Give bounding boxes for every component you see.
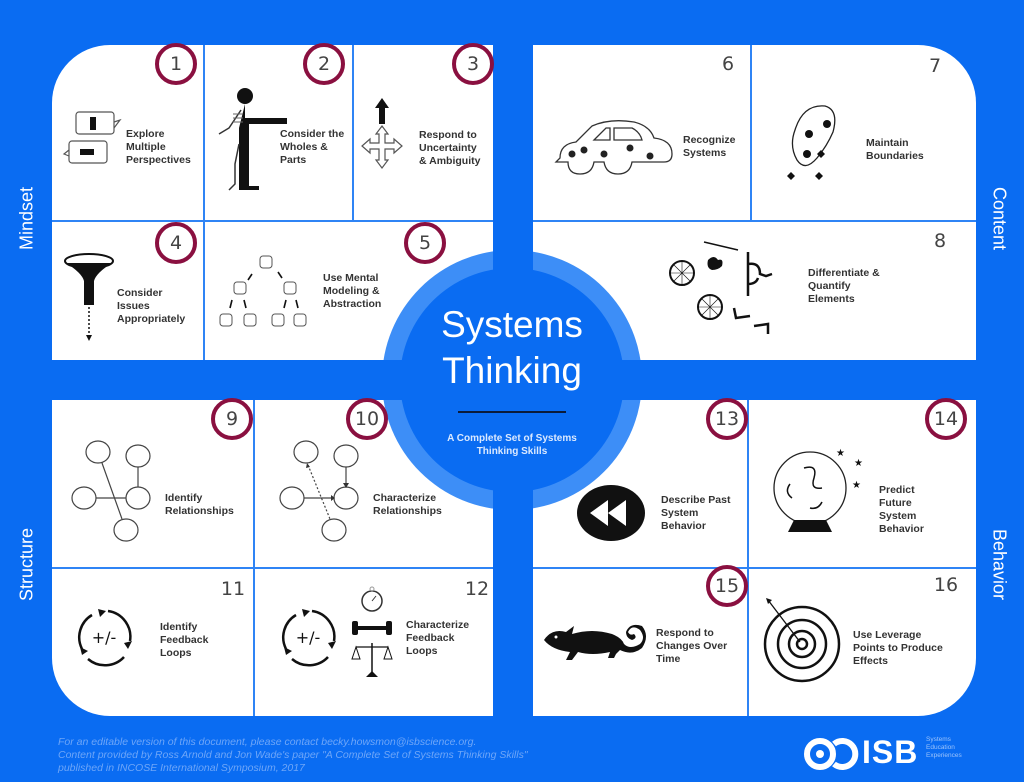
category-structure: Structure	[16, 527, 37, 602]
diagram-subtitle: A Complete Set of Systems Thinking Skill…	[410, 432, 614, 458]
feedback-loop-icon: +/-	[78, 609, 132, 667]
skill-number-5: 5	[404, 222, 446, 264]
skill-number-16: 16	[933, 574, 959, 596]
crystal-ball-icon: ★ ★ ★	[773, 448, 863, 532]
category-behavior: Behavior	[989, 528, 1010, 601]
footer-line-3: published in INCOSE International Sympos…	[58, 762, 305, 774]
divider	[750, 45, 752, 220]
skill-number-2: 2	[303, 43, 345, 85]
bike-parts-icon	[669, 241, 773, 334]
title-line-2: Thinking	[442, 350, 582, 391]
skill-number-9: 9	[211, 398, 253, 440]
svg-text:+/-: +/-	[92, 628, 117, 647]
node-graph-icon	[71, 440, 151, 542]
skill-number-12: 12	[464, 578, 490, 600]
rewind-icon	[577, 485, 645, 541]
skill-number-11: 11	[220, 578, 246, 600]
divider	[203, 220, 205, 360]
isb-logo-text: ISB	[862, 734, 919, 770]
svg-text:★: ★	[836, 448, 845, 459]
subtitle-line-1: A Complete Set of Systems	[447, 433, 577, 444]
divider	[52, 567, 493, 569]
skill-number-3: 3	[452, 43, 494, 85]
center-disc	[400, 268, 624, 492]
directed-graph-icon	[279, 440, 359, 542]
divider	[52, 220, 493, 222]
divider	[253, 400, 255, 716]
target-icon	[763, 598, 841, 683]
skeleton-figure-icon	[218, 88, 287, 191]
skill-number-6: 6	[721, 53, 735, 75]
title-line-1: Systems	[441, 304, 583, 345]
skill-number-8: 8	[933, 230, 947, 252]
diagram-title: Systems Thinking	[400, 302, 624, 394]
svg-text:+/-: +/-	[296, 628, 321, 647]
car-gears-icon	[554, 120, 673, 175]
puzzle-tree-icon	[219, 255, 307, 327]
footer-line-2: Content provided by Ross Arnold and Jon …	[58, 749, 528, 761]
four-way-arrow-icon	[361, 98, 403, 169]
skill-number-1: 1	[155, 43, 197, 85]
divider	[533, 220, 976, 222]
skill-number-13: 13	[706, 398, 748, 440]
boundary-blob-icon	[787, 105, 836, 180]
skill-number-10: 10	[346, 398, 388, 440]
category-mindset: Mindset	[16, 186, 37, 251]
footer-line-1: For an editable version of this document…	[58, 736, 477, 748]
footer-credits: For an editable version of this document…	[58, 736, 528, 775]
svg-text:★: ★	[852, 480, 861, 491]
funnel-icon	[64, 253, 114, 341]
loop-stopwatch-scale-icon: +/-	[282, 586, 393, 677]
skill-number-4: 4	[155, 222, 197, 264]
divider	[747, 400, 749, 716]
skill-number-14: 14	[925, 398, 967, 440]
svg-text:★: ★	[854, 458, 863, 469]
divider	[352, 45, 354, 220]
chameleon-icon	[544, 624, 646, 660]
title-underline	[458, 411, 566, 413]
divider	[203, 45, 205, 220]
speech-bubbles-icon	[62, 111, 122, 164]
isb-logo-mark-icon	[804, 738, 859, 770]
skill-number-15: 15	[706, 565, 748, 607]
divider	[533, 567, 976, 569]
category-content: Content	[989, 186, 1010, 251]
subtitle-line-2: Thinking Skills	[476, 446, 548, 457]
skill-number-7: 7	[928, 55, 942, 77]
